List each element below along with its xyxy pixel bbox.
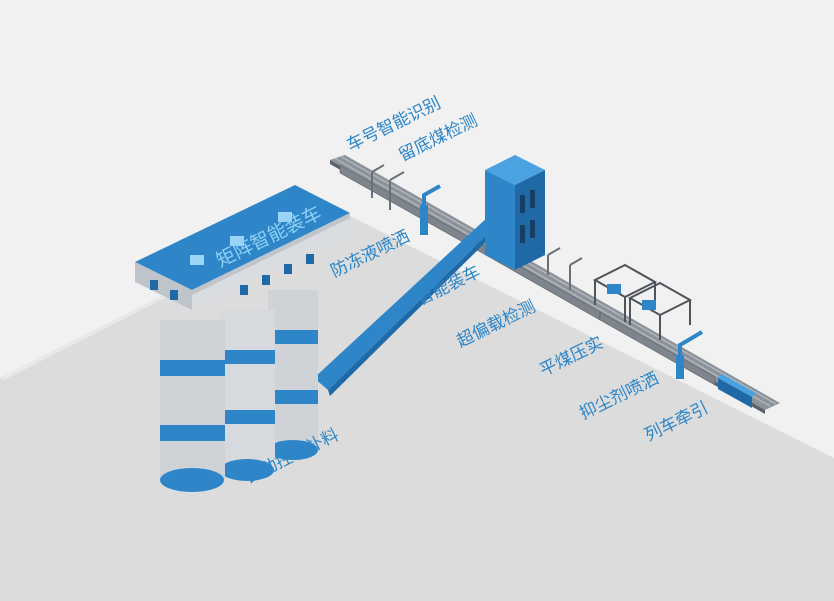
silo-group bbox=[160, 290, 318, 492]
dust-spray-unit bbox=[676, 330, 704, 379]
antifreeze-spray-unit bbox=[420, 184, 441, 235]
silo-middle bbox=[220, 310, 275, 481]
ground-platform bbox=[0, 208, 834, 601]
silo-left bbox=[160, 320, 225, 492]
silo-building bbox=[135, 185, 350, 310]
conveyor-belt bbox=[314, 215, 500, 396]
camera-poles bbox=[371, 164, 583, 290]
loading-tower bbox=[485, 155, 545, 270]
silo-right bbox=[268, 290, 318, 460]
compactor-left bbox=[607, 284, 621, 294]
locomotive bbox=[718, 374, 756, 408]
compactor-right bbox=[642, 300, 656, 310]
